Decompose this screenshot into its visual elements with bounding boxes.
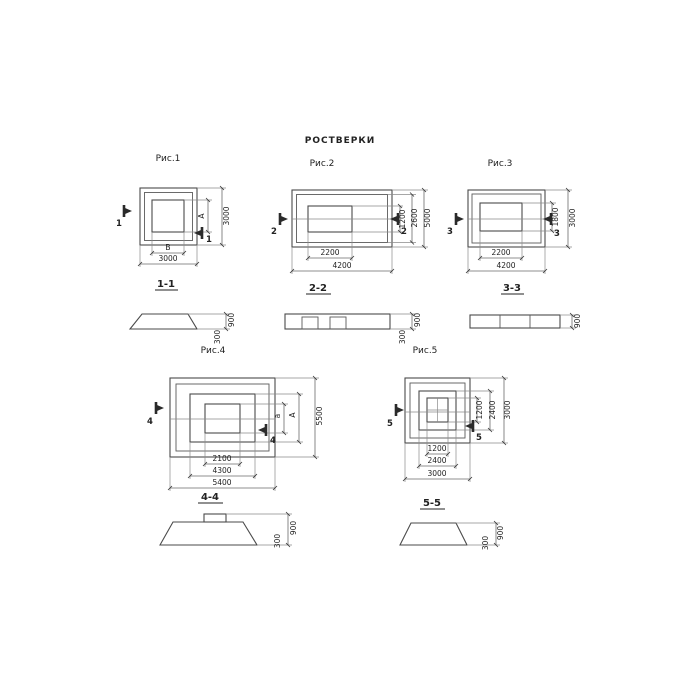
fig5-dim-right-mid: 2400 xyxy=(488,400,497,419)
fig4-dim-bottom-outer: 5400 xyxy=(212,478,231,487)
fig5-dim-right-inner: 1200 xyxy=(475,400,484,419)
fig3-dim-right-inner: 1800 xyxy=(551,207,560,226)
figure-2-caption: Рис.2 xyxy=(310,159,335,169)
fig4-dim-right-outer: 5500 xyxy=(315,406,324,425)
figure-4: Рис.4 2100 4300 5400 а А 5500 xyxy=(147,346,324,548)
fig2-dim-right-inner: 1200 xyxy=(398,209,407,228)
fig2-cut-mark-left: 2 xyxy=(271,227,277,237)
fig5-cut-mark-left: 5 xyxy=(387,419,393,429)
figure-3: Рис.3 1800 3000 2200 4200 3 3 3-3 xyxy=(447,159,582,331)
fig3-section-label: 3-3 xyxy=(503,283,521,294)
fig5-section-dim-edge: 300 xyxy=(481,536,490,551)
figure-1-caption: Рис.1 xyxy=(156,154,181,164)
fig4-dim-bottom-mid: 4300 xyxy=(212,466,231,475)
fig1-cut-mark-left: 1 xyxy=(116,219,122,229)
fig4-section-dim-edge: 300 xyxy=(273,534,282,549)
fig2-dim-bottom-outer: 4200 xyxy=(332,261,351,270)
fig5-dim-bottom-mid: 2400 xyxy=(427,456,446,465)
figure-5: Рис.5 1200 2400 3000 1200 2400 30 xyxy=(387,346,512,550)
fig2-dim-right-outer: 5000 xyxy=(423,208,432,227)
fig5-section-label: 5-5 xyxy=(423,498,441,509)
fig5-dim-bottom-inner: 1200 xyxy=(427,444,446,453)
fig3-section-dim-height: 900 xyxy=(573,314,582,329)
fig4-dim-right-mid: А xyxy=(288,412,297,418)
fig1-section-label: 1-1 xyxy=(157,279,175,290)
fig4-cut-mark-left: 4 xyxy=(147,417,153,427)
fig1-dim-right-inner: А xyxy=(197,213,206,219)
fig1-dim-bottom-inner: В xyxy=(165,243,170,252)
fig4-section-shape xyxy=(159,521,258,546)
fig1-section-dim-edge: 300 xyxy=(213,330,222,345)
fig4-section-label: 4-4 xyxy=(201,492,219,503)
fig5-section-shape xyxy=(399,522,468,546)
fig4-plan-outline xyxy=(169,377,276,458)
fig4-dim-right-inner: а xyxy=(273,414,282,419)
fig5-section-dim-height: 900 xyxy=(496,526,505,541)
fig3-cut-mark-right: 3 xyxy=(554,229,560,239)
fig3-dim-bottom-inner: 2200 xyxy=(491,248,510,257)
fig1-section-dim-height: 900 xyxy=(227,313,236,328)
fig5-cut-mark-right: 5 xyxy=(476,433,482,443)
fig1-dim-right-outer: 3000 xyxy=(222,206,231,225)
figure-3-caption: Рис.3 xyxy=(488,159,513,169)
fig3-cut-mark-left: 3 xyxy=(447,227,453,237)
fig2-section-label: 2-2 xyxy=(309,283,327,294)
fig5-plan-outline xyxy=(404,377,471,444)
fig1-dim-bottom-outer: 3000 xyxy=(158,254,177,263)
figure-2: Рис.2 1200 2600 5000 2200 4200 2 xyxy=(271,159,432,344)
fig2-dim-right-mid: 2600 xyxy=(410,208,419,227)
fig2-section-shape xyxy=(284,313,391,330)
fig1-section-shape xyxy=(128,313,198,330)
fig3-dim-right-outer: 3000 xyxy=(568,208,577,227)
drawing-title: РОСТВЕРКИ xyxy=(305,136,375,146)
figure-1: Рис.1 В 3000 А 3000 1 1 1-1 xyxy=(116,154,236,344)
fig2-section-dim-edge: 300 xyxy=(398,330,407,345)
fig4-cut-mark-right: 4 xyxy=(270,436,276,446)
fig4-section-dim-height: 900 xyxy=(289,521,298,536)
figure-4-caption: Рис.4 xyxy=(201,346,226,356)
fig5-dim-right-outer: 3000 xyxy=(503,400,512,419)
fig1-cut-mark-right: 1 xyxy=(206,235,212,245)
fig2-plan-outline xyxy=(291,189,393,248)
fig5-dim-bottom-outer: 3000 xyxy=(427,469,446,478)
fig3-dim-bottom-outer: 4200 xyxy=(496,261,515,270)
fig2-section-dim-height: 900 xyxy=(413,313,422,328)
fig3-section-shape xyxy=(469,314,561,329)
fig2-cut-mark-right: 2 xyxy=(401,227,407,237)
fig1-plan-outline xyxy=(139,187,198,246)
fig4-dim-bottom-inner: 2100 xyxy=(212,454,231,463)
fig2-dim-bottom-inner: 2200 xyxy=(320,248,339,257)
figure-5-caption: Рис.5 xyxy=(413,346,438,356)
